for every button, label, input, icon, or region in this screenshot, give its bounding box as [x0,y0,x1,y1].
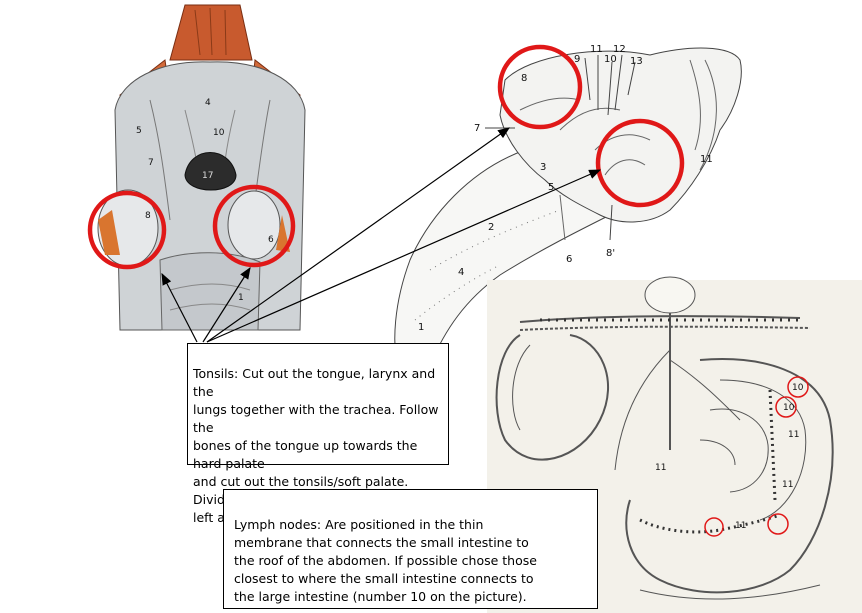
intestine-label: 11 [735,521,746,531]
tongue-label: 11 [590,44,603,55]
tongue-label: 8 [521,73,527,84]
intestine-label: 10 [783,403,795,413]
throat-anatomy-figure [98,5,305,330]
tongue-label: 7 [474,123,480,134]
tongue-label: 3 [540,162,546,173]
tongue-label: 13 [630,56,643,67]
tongue-label: 8' [606,248,615,259]
intestine-label: 11 [782,480,793,490]
intestine-label: 11 [788,430,799,440]
tongue-label: 1 [418,322,424,333]
throat-label: 4 [205,98,211,108]
tonsils-instruction-box: Tonsils: Cut out the tongue, larynx and … [187,343,449,465]
tongue-label: 6 [566,254,572,265]
throat-label: 17 [202,171,213,181]
tongue-label: 11 [700,154,713,165]
tongue-label: 2 [488,222,494,233]
throat-label: 10 [213,128,225,138]
throat-label: 1 [238,293,244,303]
throat-label: 6 [268,235,274,245]
lymph-nodes-instruction-text: Lymph nodes: Are positioned in the thin … [234,517,537,604]
throat-label: 5 [136,126,142,136]
intestine-label: 10 [792,383,804,393]
throat-label: 7 [148,158,154,168]
throat-label: 8 [145,211,151,221]
tongue-label: 10 [604,54,617,65]
tongue-label: 4 [458,267,464,278]
intestine-label: 11 [655,463,666,473]
lymph-nodes-instruction-box: Lymph nodes: Are positioned in the thin … [223,489,598,609]
